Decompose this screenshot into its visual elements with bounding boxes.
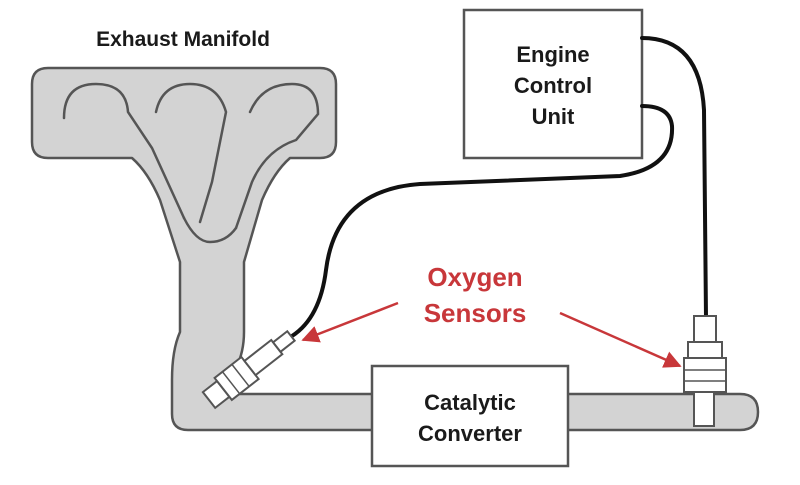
arrow-to-downstream-sensor [559,311,682,368]
manifold-runner-3 [234,82,320,230]
manifold-runner-1 [62,82,186,220]
catalytic-converter-label-line1: Catalytic [424,390,516,415]
manifold-collector [182,216,238,244]
upstream-oxygen-sensor [201,329,297,410]
sensor-2-wire [640,36,708,320]
oxygen-sensors-label-line1: Oxygen [427,262,522,292]
ecu-box [462,8,644,160]
engine-control-unit: Engine Control Unit [462,8,644,160]
sensor-1-wire [290,104,675,338]
arrow-to-upstream-sensor [301,301,399,343]
catalytic-converter: Catalytic Converter [370,364,570,468]
catalytic-converter-box [370,364,570,468]
exhaust-manifold-label: Exhaust Manifold [96,28,270,51]
ecu-label-line2: Control [514,73,592,98]
oxygen-sensors-label-line2: Sensors [424,298,527,328]
ecu-label-line1: Engine [516,42,589,67]
downstream-oxygen-sensor [683,315,727,427]
ecu-label-line3: Unit [532,104,575,129]
exhaust-manifold [30,66,760,432]
manifold-runner-2 [154,82,228,224]
manifold-body [30,66,760,432]
catalytic-converter-label-line2: Converter [418,421,522,446]
